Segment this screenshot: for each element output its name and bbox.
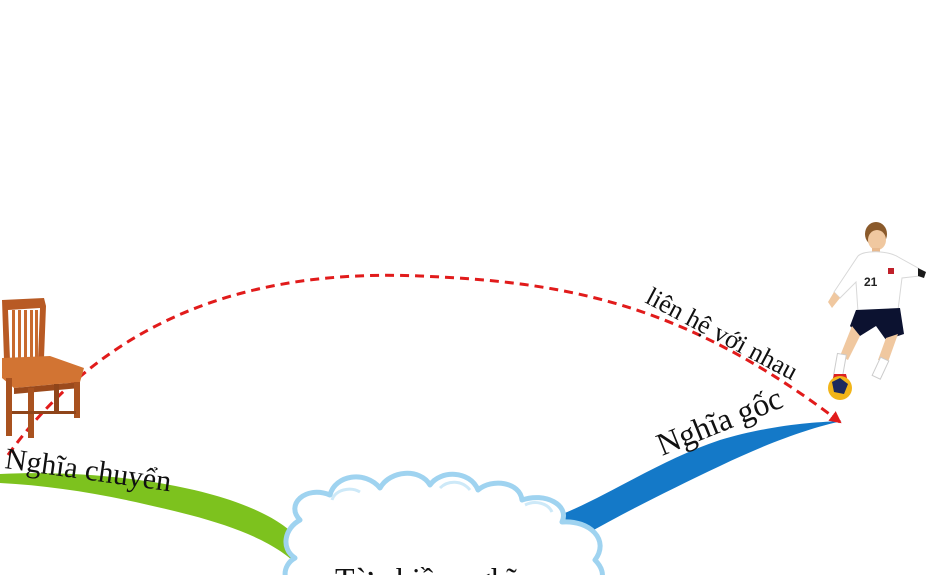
football-player-image: 21 bbox=[828, 222, 926, 400]
relation-arrow bbox=[6, 273, 842, 456]
cloud-shape bbox=[282, 470, 605, 575]
chair-image bbox=[2, 298, 84, 438]
arrow-label: liên hệ với nhau bbox=[641, 282, 803, 386]
center-label: Từ nhiều nghĩa bbox=[335, 561, 530, 575]
right-branch bbox=[560, 421, 842, 535]
jersey-number: 21 bbox=[864, 275, 878, 289]
left-branch bbox=[0, 473, 300, 568]
